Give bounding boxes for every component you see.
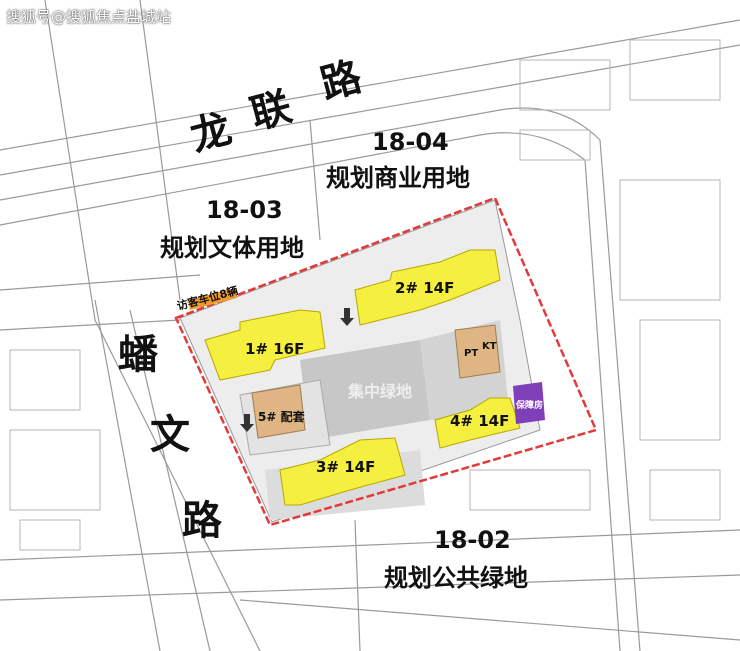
building-5-label: 5# 配套 <box>258 410 305 424</box>
kt-label: KT <box>482 341 497 352</box>
road-west-char-2: 文 <box>150 412 192 458</box>
building-5-shape <box>251 384 306 439</box>
plot-1802-code: 18-02 <box>434 526 511 554</box>
plot-1803-use: 规划文体用地 <box>160 234 304 262</box>
building-3-label: 3# 14F <box>316 458 376 476</box>
building-4-label: 4# 14F <box>450 412 510 430</box>
road-west-char-3: 路 <box>182 498 224 544</box>
visitor-parking-strip <box>188 288 237 310</box>
building-1-label: 1# 16F <box>245 340 305 358</box>
purple-facility-label: 保障房 <box>516 401 544 411</box>
building-3-shape <box>279 437 406 506</box>
building-2-label: 2# 14F <box>395 279 455 297</box>
plot-1802-use: 规划公共绿地 <box>384 564 528 592</box>
plot-1804-use: 规划商业用地 <box>326 164 470 192</box>
arrow-down-icon <box>340 308 354 326</box>
plot-1803-code: 18-03 <box>206 196 283 224</box>
green-area-label: 集中绿地 <box>348 382 413 401</box>
building-1-shape <box>204 309 326 381</box>
building-4-shape <box>434 397 521 449</box>
arrow-down-icon <box>240 414 254 432</box>
pt-label: PT <box>464 348 479 359</box>
purple-facility-shape <box>513 382 545 424</box>
pt-kt-shape <box>454 324 501 379</box>
building-2-shape <box>354 249 501 326</box>
site-redline <box>174 196 598 527</box>
road-west-char-1: 蟠 <box>118 332 160 378</box>
plot-1804-code: 18-04 <box>372 128 449 156</box>
watermark: 搜狐号@搜狐焦点盐城站 <box>6 8 172 26</box>
